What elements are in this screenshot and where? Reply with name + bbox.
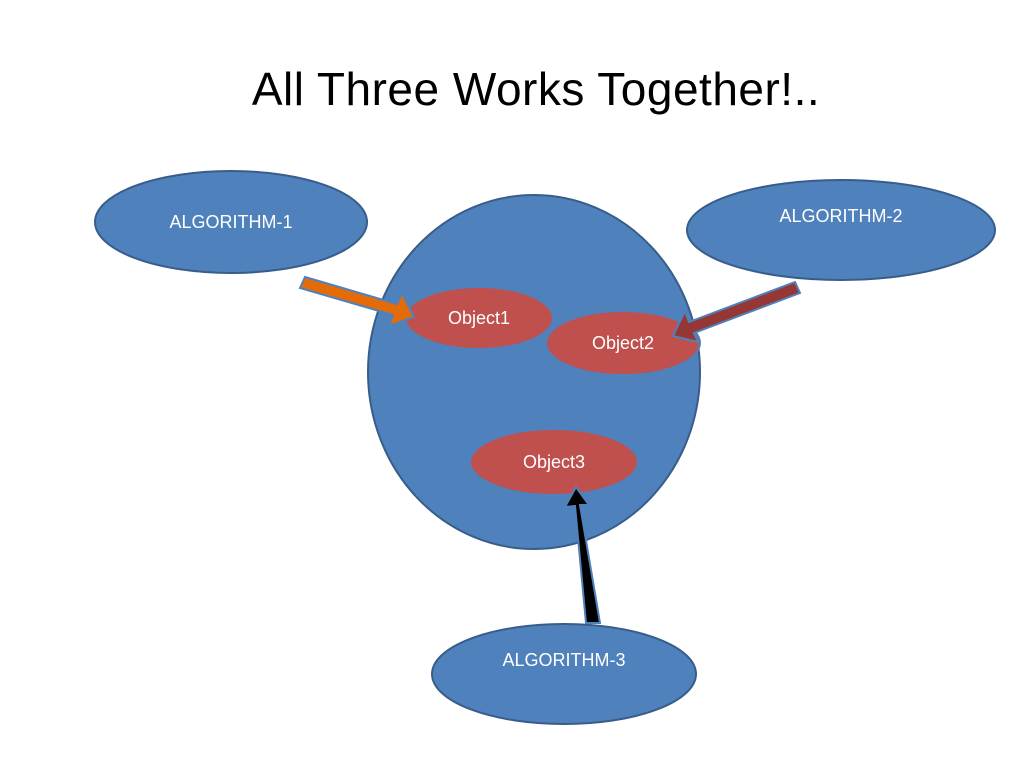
object-3-label: Object3: [523, 452, 585, 472]
algorithm-3-label: ALGORITHM-3: [502, 650, 625, 670]
algorithm-3-node: ALGORITHM-3: [431, 623, 697, 725]
algorithm-2-label: ALGORITHM-2: [779, 206, 902, 226]
object-2-label: Object2: [592, 333, 654, 353]
algorithm-1-label: ALGORITHM-1: [169, 212, 292, 232]
algorithm-2-ellipse: [686, 179, 996, 281]
object-2-ellipse: [545, 310, 701, 376]
algorithm-1-ellipse: [94, 170, 368, 274]
slide-title: All Three Works Together!..: [251, 63, 821, 115]
arrow-algorithm-1-to-object-1: [298, 275, 416, 328]
object-1-node: Object1: [404, 286, 554, 350]
arrow-algorithm-2-to-object-2: [671, 280, 802, 344]
object-3-ellipse: [469, 428, 639, 496]
arrow-algorithm-3-to-object-3: [563, 485, 602, 624]
algorithm-3-ellipse: [431, 623, 697, 725]
object-1-label: Object1: [448, 308, 510, 328]
object-2-node: Object2: [545, 310, 701, 376]
object-3-node: Object3: [469, 428, 639, 496]
algorithm-1-node: ALGORITHM-1: [94, 170, 368, 274]
algorithm-2-node: ALGORITHM-2: [686, 179, 996, 281]
